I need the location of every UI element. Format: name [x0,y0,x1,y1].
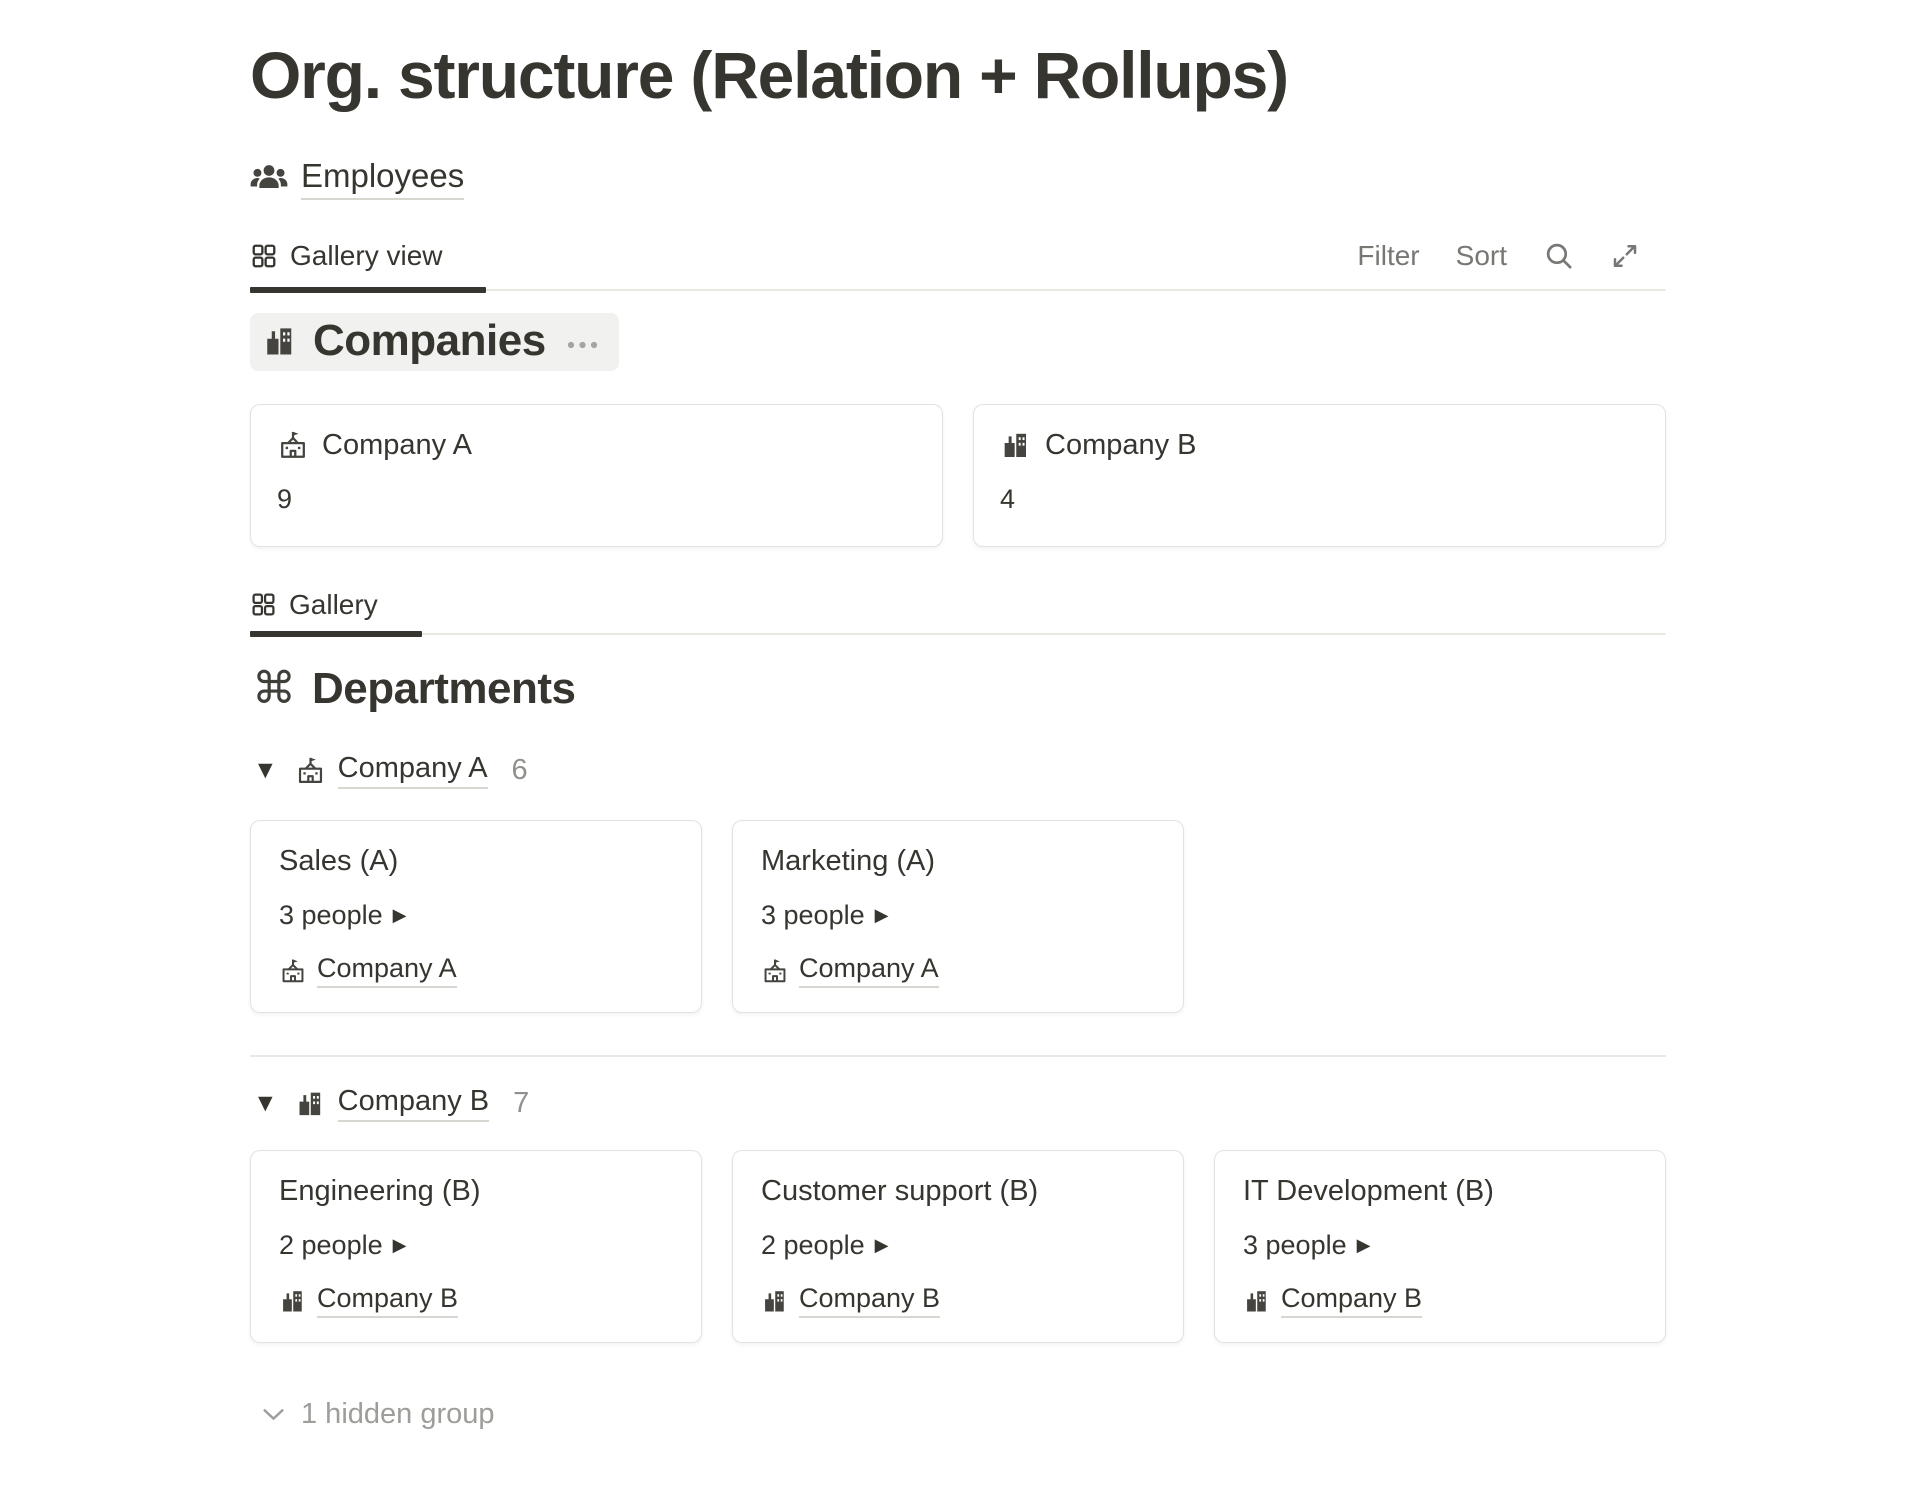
school-building-icon [761,957,789,985]
group-name-link[interactable]: Company B [337,1085,490,1122]
hidden-group-label: 1 hidden group [301,1398,495,1430]
people-rollup-toggle[interactable]: 2 people ▶ [279,1230,673,1261]
active-tab-indicator [250,630,422,637]
company-rollup-value: 9 [277,483,293,514]
department-card-title: Engineering (B) [279,1174,481,1207]
school-building-icon [295,755,326,786]
active-tab-indicator [250,286,486,293]
company-relation-link[interactable]: Company A [761,953,1155,988]
people-count: 3 people [279,900,383,930]
company-relation-label: Company A [799,953,939,988]
city-buildings-icon [761,1287,789,1315]
collapse-triangle-icon[interactable]: ▼ [258,759,273,781]
city-buildings-icon [279,1287,307,1315]
company-relation-label: Company B [799,1283,941,1318]
tab-gallery-view-label: Gallery view [290,239,443,271]
people-rollup-toggle[interactable]: 3 people ▶ [761,900,1155,931]
people-count: 3 people [1243,1230,1347,1260]
company-relation-label: Company B [317,1283,459,1318]
people-count: 2 people [761,1230,865,1260]
departments-cards-row-b: Engineering (B) 2 people ▶ Company B Cus… [250,1149,1666,1343]
departments-cards-row-a: Sales (A) 3 people ▶ Company A Marketing… [250,819,1666,1013]
search-icon[interactable] [1543,240,1574,271]
company-relation-link[interactable]: Company A [279,953,673,988]
school-building-icon [279,957,307,985]
filter-button[interactable]: Filter [1357,239,1420,271]
group-count: 6 [511,754,528,786]
group-divider [250,1054,1666,1057]
company-relation-link[interactable]: Company B [279,1283,673,1318]
city-buildings-icon [295,1088,326,1119]
company-relation-label: Company A [317,953,457,988]
page-title[interactable]: Org. structure (Relation + Rollups) [250,38,1289,112]
command-icon: ⌘ [252,662,296,714]
department-card-customer-support-b[interactable]: Customer support (B) 2 people ▶ Company … [732,1149,1184,1343]
department-card-title: Marketing (A) [761,844,936,877]
city-buildings-icon [1000,429,1032,461]
expand-triangle-icon: ▶ [874,1234,889,1256]
people-count: 2 people [279,1230,383,1260]
tab-gallery-label: Gallery [289,588,378,620]
group-name-link[interactable]: Company A [337,752,488,789]
departments-db-title[interactable]: ⌘ Departments [250,662,576,715]
expand-icon[interactable] [1610,241,1640,271]
department-card-title: Customer support (B) [761,1174,1039,1207]
people-count: 3 people [761,900,865,930]
department-card-marketing-a[interactable]: Marketing (A) 3 people ▶ Company A [732,819,1184,1013]
department-card-sales-a[interactable]: Sales (A) 3 people ▶ Company A [250,819,702,1013]
tab-gallery[interactable]: Gallery [250,589,378,621]
expand-triangle-icon: ▶ [874,904,889,926]
page-content: Org. structure (Relation + Rollups) Empl… [250,34,1666,1433]
employees-link-label: Employees [301,157,465,200]
departments-db-title-label: Departments [312,663,576,713]
people-rollup-toggle[interactable]: 3 people ▶ [279,900,673,931]
company-relation-link[interactable]: Company B [1243,1283,1637,1318]
company-rollup-value: 4 [1000,483,1016,514]
department-card-title: IT Development (B) [1243,1174,1494,1207]
people-rollup-toggle[interactable]: 2 people ▶ [761,1230,1155,1261]
department-card-it-development-b[interactable]: IT Development (B) 3 people ▶ Company B [1214,1149,1666,1343]
company-card-title: Company A [322,428,472,461]
tab-gallery-view[interactable]: Gallery view [250,240,442,272]
company-card-title: Company B [1045,428,1197,461]
people-group-icon [250,160,288,198]
collapse-triangle-icon[interactable]: ▼ [258,1092,273,1114]
company-card-b[interactable]: Company B 4 [973,403,1666,547]
group-header-company-a: ▼ Company A 6 [250,752,1666,789]
companies-cards-row: Company A 9 Company B 4 [250,403,1666,547]
gallery-grid-icon [250,591,277,618]
company-relation-link[interactable]: Company B [761,1283,1155,1318]
departments-toolbar: Gallery [250,583,1666,637]
group-count: 7 [513,1087,530,1119]
companies-db-title[interactable]: Companies [250,312,619,371]
expand-triangle-icon: ▶ [1356,1234,1371,1256]
toolbar-actions: Filter Sort [1357,240,1666,272]
city-buildings-icon [1243,1287,1271,1315]
ellipsis-menu-icon[interactable] [565,338,601,352]
school-building-icon [277,429,309,461]
city-buildings-icon [262,323,298,359]
gallery-grid-icon [250,242,278,270]
hidden-group-toggle[interactable]: 1 hidden group [250,1397,1666,1433]
view-toolbar: Gallery view Filter Sort [250,229,1666,293]
expand-triangle-icon: ▶ [392,1234,407,1256]
chevron-down-icon [260,1401,287,1428]
companies-db-title-label: Companies [313,315,546,365]
department-card-engineering-b[interactable]: Engineering (B) 2 people ▶ Company B [250,1149,702,1343]
expand-triangle-icon: ▶ [392,904,407,926]
sort-button[interactable]: Sort [1455,239,1507,271]
department-card-title: Sales (A) [279,844,399,877]
people-rollup-toggle[interactable]: 3 people ▶ [1243,1230,1637,1261]
group-header-company-b: ▼ Company B 7 [250,1085,1666,1122]
company-relation-label: Company B [1281,1283,1423,1318]
employees-link[interactable]: Employees [250,157,1666,201]
company-card-a[interactable]: Company A 9 [250,403,943,547]
